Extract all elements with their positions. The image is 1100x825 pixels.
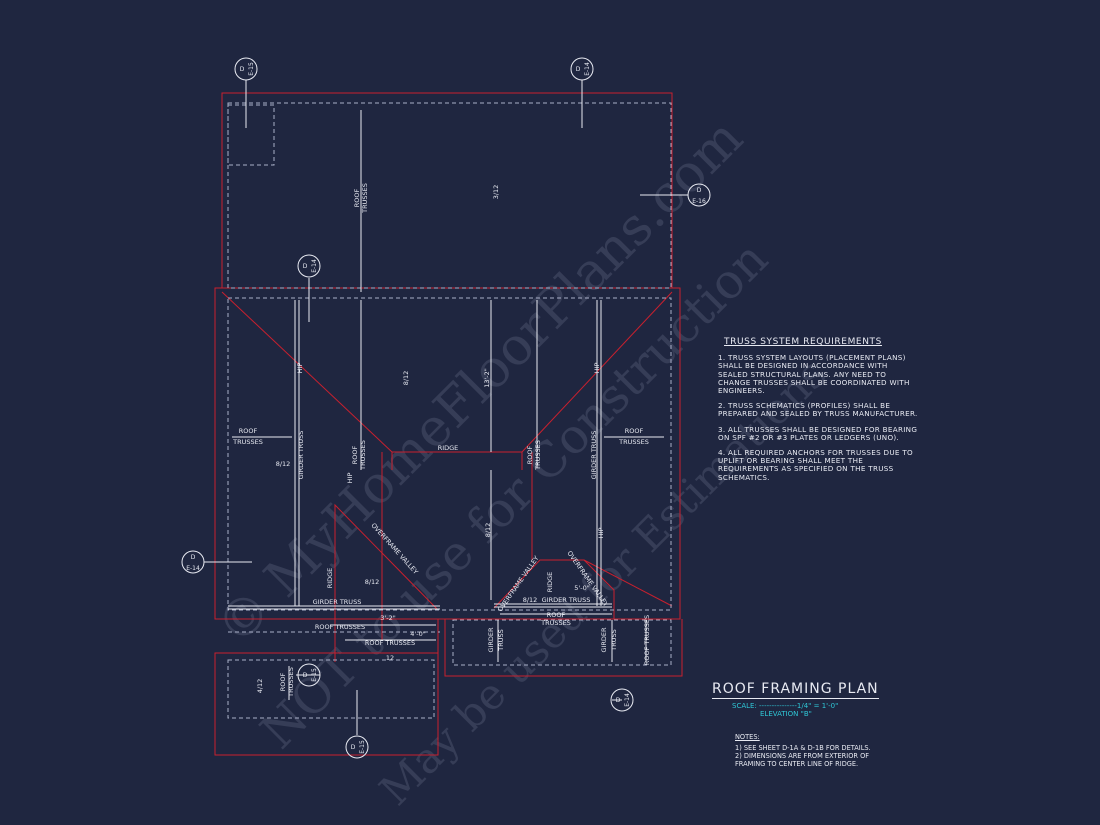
marker-4-bottom: E-14 xyxy=(311,259,318,273)
label-pitch-lower-right: 8/12 xyxy=(523,596,538,604)
marker-5-top: D xyxy=(191,554,196,561)
label-dim-13-2: 13'-2" xyxy=(483,368,491,388)
notes: NOTES: 1) SEE SHEET D-1A & D-1B FOR DETA… xyxy=(735,733,895,768)
label-girder-left: GIRDER TRUSS xyxy=(297,431,305,480)
label-pitch-porch: 4/12 xyxy=(256,679,264,694)
label-pitch-center: 8/12 xyxy=(402,371,410,386)
marker-4-top: D xyxy=(303,263,308,270)
label-girder-bottom-2: GIRDER xyxy=(600,627,608,653)
marker-7-bottom: E-14 xyxy=(624,693,631,707)
label-pitch-lower: 8/12 xyxy=(484,523,492,538)
label-ridge-main: RIDGE xyxy=(438,444,459,452)
truss-requirement-1: 1. TRUSS SYSTEM LAYOUTS (PLACEMENT PLANS… xyxy=(718,353,910,396)
label-trusses-center-left: TRUSSES xyxy=(359,440,367,471)
truss-requirement-2: 2. TRUSS SCHEMATICS (PROFILES) SHALL BE … xyxy=(718,401,918,419)
label-trusses-center-right: TRUSSES xyxy=(534,440,542,471)
notes-heading: NOTES: xyxy=(735,733,760,741)
truss-requirements: TRUSS SYSTEM REQUIREMENTS 1. TRUSS SYSTE… xyxy=(718,337,918,489)
label-ridge-left: RIDGE xyxy=(326,568,334,589)
dashed-framing xyxy=(227,102,672,719)
marker-8-bottom: E-15 xyxy=(359,740,366,754)
label-girder-truss-bottom: GIRDER TRUSS xyxy=(313,598,362,606)
label-trusses-porch: TRUSSES xyxy=(287,667,295,698)
label-pitch-left: 8/12 xyxy=(276,460,291,468)
label-pitch-lower-left: 8/12 xyxy=(365,578,380,586)
truss-requirements-heading: TRUSS SYSTEM REQUIREMENTS xyxy=(724,337,882,347)
note-1: 1) SEE SHEET D-1A & D-1B FOR DETAILS. xyxy=(735,744,871,752)
label-overframe-left: OVERFRAME VALLEY xyxy=(369,521,419,575)
label-trusses-bottom-right: TRUSSES xyxy=(540,619,571,627)
label-hip-right: HIP xyxy=(593,363,601,374)
girder-lines xyxy=(228,110,664,700)
label-roof-center-right: ROOF xyxy=(526,446,534,465)
marker-3-top: D xyxy=(697,187,702,194)
label-roof-porch: ROOF xyxy=(279,673,287,692)
marker-7-top: D xyxy=(616,697,621,704)
marker-3-bottom: E-16 xyxy=(692,198,706,205)
label-hip-mid-left: HIP xyxy=(346,473,354,484)
truss-requirement-4: 4. ALL REQUIRED ANCHORS FOR TRUSSES DUE … xyxy=(718,448,913,482)
marker-6-top: D xyxy=(303,672,308,679)
plan-scale: SCALE: ---------------1/4" = 1'-0" xyxy=(732,702,839,710)
label-ridge-right: RIDGE xyxy=(546,572,554,593)
label-dim-4-0: 4'-0" xyxy=(410,630,425,638)
label-dim-top: 3/12 xyxy=(492,185,500,200)
label-roof-top: ROOF xyxy=(353,189,361,208)
marker-8-top: D xyxy=(351,744,356,751)
note-2: 2) DIMENSIONS ARE FROM EXTERIOR OF FRAMI… xyxy=(735,752,870,768)
label-girder-truss-bottom-right: GIRDER TRUSS xyxy=(542,596,591,604)
label-roof-left: ROOF xyxy=(239,427,258,435)
label-hip-mid-right: HIP xyxy=(597,528,605,539)
label-roof-trusses-right: ROOF TRUSSES xyxy=(643,615,651,665)
truss-requirement-3: 3. ALL TRUSSES SHALL BE DESIGNED FOR BEA… xyxy=(718,424,918,442)
marker-leaders xyxy=(204,80,688,735)
label-girder-right: GIRDER TRUSS xyxy=(590,431,598,480)
label-trusses-right: TRUSSES xyxy=(618,438,649,446)
label-roof-center-left: ROOF xyxy=(351,446,359,465)
marker-5-bottom: E-14 xyxy=(186,565,200,572)
label-roof-trusses-bottom-2: ROOF TRUSSES xyxy=(365,639,415,647)
label-trusses-left: TRUSSES xyxy=(232,438,263,446)
marker-2-bottom: E-14 xyxy=(584,62,591,76)
plan-title: ROOF FRAMING PLAN xyxy=(712,681,879,699)
marker-1-top: D xyxy=(240,66,245,73)
marker-1-bottom: E-15 xyxy=(248,62,255,76)
label-dim-3-2: 3'-2" xyxy=(380,614,395,622)
label-trusses-top: TRUSSES xyxy=(361,183,369,214)
label-dim-12: 12 xyxy=(386,654,394,662)
label-truss-bottom-2: TRUSS xyxy=(610,629,618,652)
label-hip-left: HIP xyxy=(296,363,304,374)
section-marker-circles xyxy=(181,57,711,759)
label-roof-right: ROOF xyxy=(625,427,644,435)
label-girder-bottom-1: GIRDER xyxy=(487,627,495,653)
label-dim-5-0: 5'-0" xyxy=(574,584,589,592)
label-truss-bottom-1: TRUSS xyxy=(497,629,505,652)
label-roof-bottom-right: ROOF xyxy=(547,611,566,619)
marker-2-top: D xyxy=(576,66,581,73)
title-block: ROOF FRAMING PLAN SCALE: ---------------… xyxy=(712,678,882,718)
label-roof-trusses-bottom: ROOF TRUSSES xyxy=(315,623,365,631)
marker-6-bottom: E-15 xyxy=(311,668,318,682)
plan-elevation: ELEVATION "B" xyxy=(760,710,812,718)
